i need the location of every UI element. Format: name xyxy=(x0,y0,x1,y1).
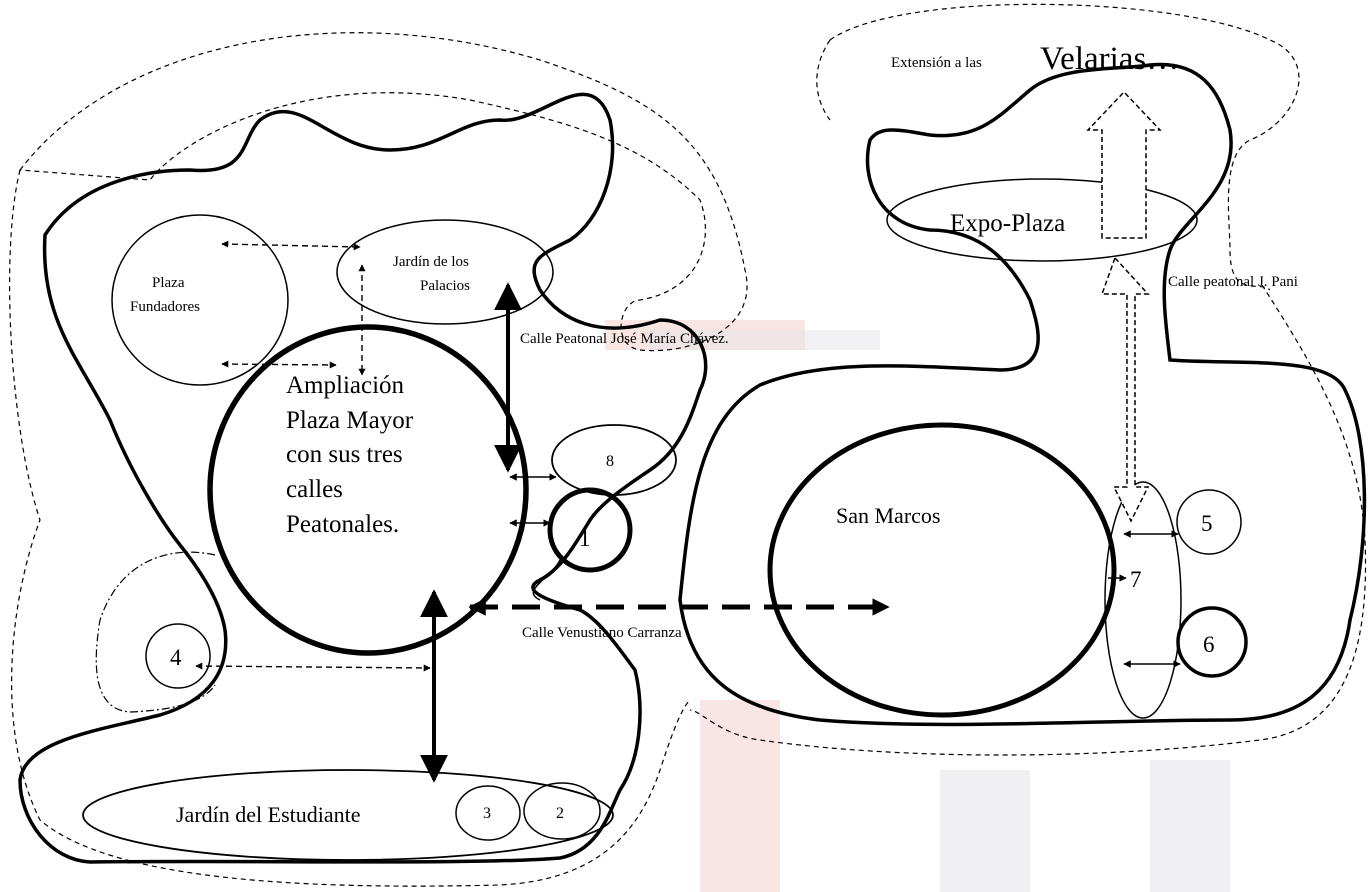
node-7 xyxy=(1104,481,1182,719)
label-plaza-fundadores-1: Plaza xyxy=(152,275,185,291)
label-san-marcos: San Marcos xyxy=(836,503,940,528)
label-extension-prefix: Extensión a las xyxy=(891,55,982,71)
label-ampliacion-2: Plaza Mayor xyxy=(286,407,414,434)
node-5 xyxy=(1176,489,1242,555)
node-3 xyxy=(455,785,521,841)
arrow-velarias[interactable] xyxy=(1086,90,1162,239)
territory-left xyxy=(18,92,708,864)
arrow-fundadores-palacios xyxy=(221,240,361,251)
label-extension-velarias: Velarias… xyxy=(1040,41,1179,77)
arrow-pani[interactable] xyxy=(1100,256,1150,523)
jardin-palacios-area xyxy=(336,219,554,325)
ampliacion-plaza-mayor-area xyxy=(207,324,529,656)
label-expo-plaza: Expo-Plaza xyxy=(950,210,1065,237)
label-plaza-fundadores-2: Fundadores xyxy=(130,299,200,315)
label-ampliacion-4: calles xyxy=(286,476,343,503)
label-node-3: 3 xyxy=(483,805,491,822)
node-2 xyxy=(523,782,601,840)
label-calle-carranza: Calle Venustiano Carranza xyxy=(522,625,682,641)
outer-boundary-right-c xyxy=(689,284,1367,756)
node-6 xyxy=(1176,606,1248,678)
label-ampliacion-3: con sus tres xyxy=(286,441,403,468)
label-jardin-palacios-2: Palacios xyxy=(420,278,470,294)
node-1 xyxy=(547,487,633,573)
label-node-8: 8 xyxy=(606,453,614,470)
connector-1-wave xyxy=(532,559,561,601)
territory-right xyxy=(678,62,1367,727)
label-jardin-palacios-1: Jardín de los xyxy=(393,254,469,270)
outer-boundary-right xyxy=(829,3,1300,291)
label-jardin-estudiante: Jardín del Estudiante xyxy=(176,802,361,827)
node-8 xyxy=(551,424,677,496)
label-node-5: 5 xyxy=(1201,511,1213,536)
jardin-estudiante-area xyxy=(82,769,614,861)
label-node-4: 4 xyxy=(170,645,182,670)
label-ampliacion-5: Peatonales. xyxy=(286,511,399,538)
san-marcos-area xyxy=(767,422,1117,718)
label-node-2: 2 xyxy=(556,805,564,822)
label-calle-pani: Calle peatonal J. Pani xyxy=(1168,274,1298,290)
label-node-6: 6 xyxy=(1203,632,1215,657)
arrow-4-estudiante xyxy=(195,662,431,672)
area-4-boundary xyxy=(95,551,216,713)
label-node-1: 1 xyxy=(579,526,591,551)
label-calle-chavez: Calle Peatonal José María Chávez. xyxy=(520,331,729,347)
outer-boundary-right-b xyxy=(816,39,831,121)
label-node-7: 7 xyxy=(1130,567,1142,592)
label-ampliacion-1: Ampliación xyxy=(286,372,405,399)
watermark xyxy=(605,320,1230,892)
arrow-fundadores-ampliacion xyxy=(221,360,337,369)
plaza-fundadores-area xyxy=(111,214,289,386)
node-4 xyxy=(145,623,211,689)
expo-plaza-area xyxy=(886,178,1198,262)
